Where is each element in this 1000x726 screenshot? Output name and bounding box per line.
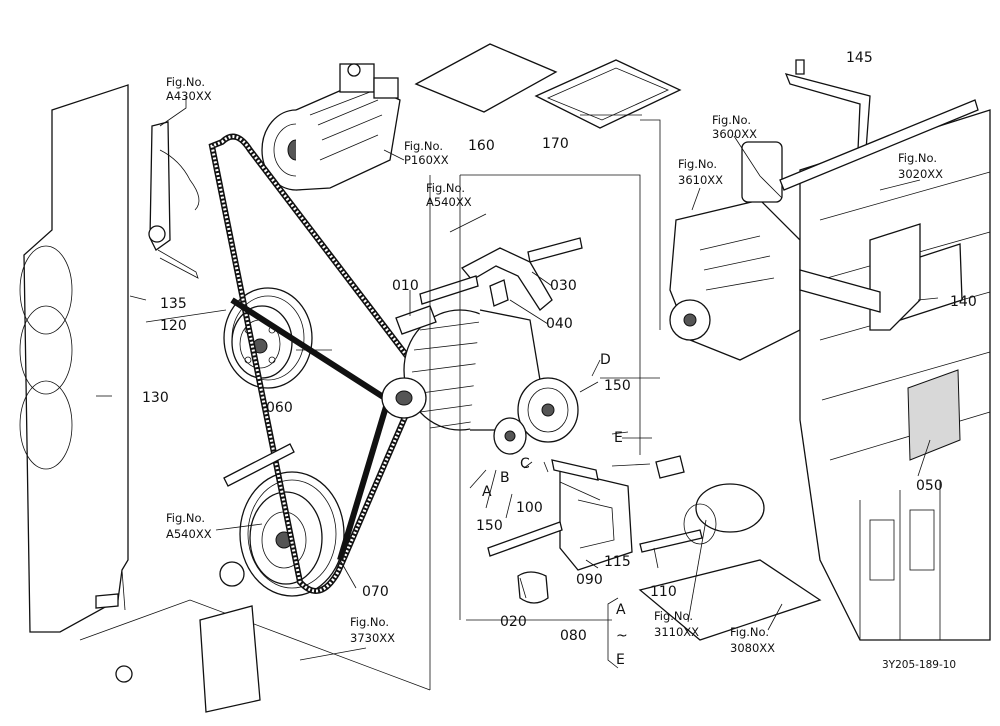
ac-compressor	[261, 63, 401, 191]
fig-ref-a540-bottom: A540XX	[166, 527, 212, 541]
label-115: 115	[604, 554, 631, 570]
alternator-bracket	[551, 459, 633, 571]
label-130: 130	[142, 390, 169, 406]
fig-prefix-3600: Fig.No.	[712, 113, 751, 127]
label-010: 010	[392, 278, 419, 294]
adjusting-bracket	[419, 237, 583, 311]
engine-block	[799, 109, 991, 641]
cover-plate	[907, 369, 961, 461]
letter-b: B	[500, 470, 510, 486]
fig-ref-p160: P160XX	[404, 153, 449, 167]
bolts-and-spacers	[95, 443, 703, 609]
fig-ref-3730: 3730XX	[350, 631, 395, 645]
fig-ref-3080: 3080XX	[730, 641, 775, 655]
fig-ref-3600: 3600XX	[712, 127, 757, 141]
fig-ref-3110: 3110XX	[654, 625, 699, 639]
part-number-labels: 010 020 030 040 050 060 070 080 090 100 …	[142, 50, 977, 644]
callout-leaders	[96, 96, 939, 669]
fig-prefix-3730: Fig.No.	[350, 615, 389, 629]
label-060: 060	[266, 400, 293, 416]
label-020: 020	[500, 614, 527, 630]
gear-case	[638, 483, 822, 641]
range-top-letter: A	[616, 602, 626, 618]
hanger-bracket	[799, 223, 921, 331]
letter-e: E	[614, 430, 623, 446]
label-120: 120	[160, 318, 187, 334]
fig-ref-3020: 3020XX	[898, 167, 943, 181]
belt-guard-panel	[19, 84, 129, 633]
fig-prefix-3110: Fig.No.	[654, 609, 693, 623]
label-135: 135	[160, 296, 187, 312]
figure-code: 3Y205-189-10	[882, 659, 956, 671]
alternator	[381, 305, 541, 431]
label-145: 145	[846, 50, 873, 66]
lifting-bracket	[779, 59, 979, 191]
label-050: 050	[916, 478, 943, 494]
label-040: 040	[546, 316, 573, 332]
leader-lines	[296, 114, 661, 690]
water-pump	[669, 141, 801, 361]
fig-prefix-a540-top: Fig.No.	[426, 181, 465, 195]
fig-prefix-3020: Fig.No.	[898, 151, 937, 165]
fig-ref-a540-top: A540XX	[426, 195, 472, 209]
label-090: 090	[576, 572, 603, 588]
letter-c: C	[520, 456, 530, 472]
guard-bracket	[148, 121, 200, 279]
label-070: 070	[362, 584, 389, 600]
letter-d: D	[600, 352, 611, 368]
manuals	[414, 43, 682, 129]
label-160: 160	[468, 138, 495, 154]
fig-prefix-a430: Fig.No.	[166, 75, 205, 89]
fig-ref-3610: 3610XX	[678, 173, 723, 187]
label-170: 170	[542, 136, 569, 152]
label-100: 100	[516, 500, 543, 516]
figure-references: Fig.No. A430XX Fig.No. P160XX Fig.No. A5…	[166, 75, 943, 655]
range-tilde: ~	[616, 628, 628, 644]
fig-prefix-a540-bottom: Fig.No.	[166, 511, 205, 525]
fig-ref-a430: A430XX	[166, 89, 212, 103]
label-150-upper: 150	[604, 378, 631, 394]
letter-labels: A B C D E A ~ E	[482, 352, 628, 668]
lower-frame	[79, 599, 431, 713]
label-150-lower: 150	[476, 518, 503, 534]
idler-pulleys	[493, 377, 579, 455]
label-030: 030	[550, 278, 577, 294]
label-080: 080	[560, 628, 587, 644]
fig-prefix-3080: Fig.No.	[730, 625, 769, 639]
range-bottom-letter: E	[616, 652, 625, 668]
fig-prefix-3610: Fig.No.	[678, 157, 717, 171]
label-140: 140	[950, 294, 977, 310]
fig-prefix-p160: Fig.No.	[404, 139, 443, 153]
letter-a: A	[482, 484, 492, 500]
label-110: 110	[650, 584, 677, 600]
